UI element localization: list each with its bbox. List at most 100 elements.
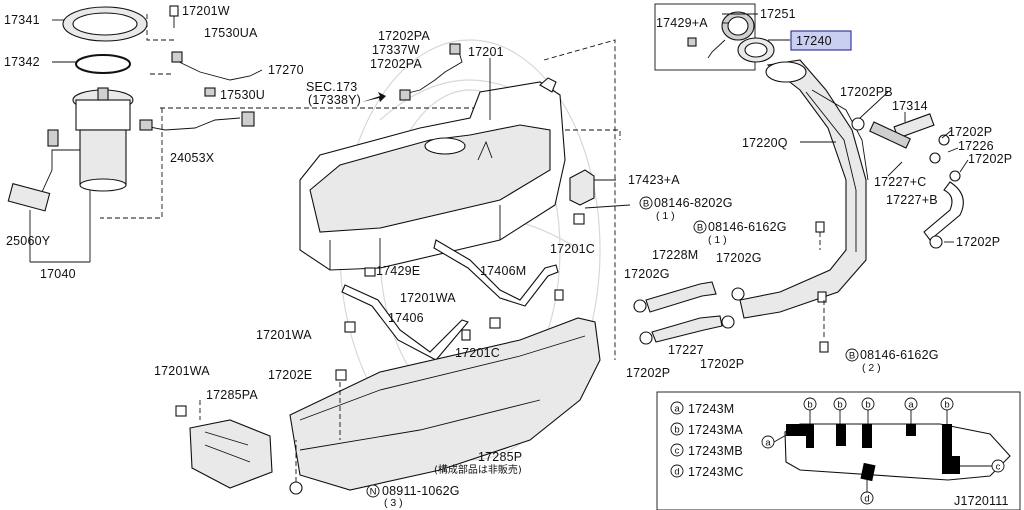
part-label-17202p-3[interactable]: 17202P xyxy=(956,235,1000,249)
svg-text:08911-1062G: 08911-1062G xyxy=(382,484,460,498)
section-arrow xyxy=(362,92,386,102)
callout-b-2: b xyxy=(833,397,847,424)
part-label-17201wa-3[interactable]: 17201WA xyxy=(154,364,210,378)
nut-ref-08911-1062g[interactable]: N 08911-1062G ( 3 ) xyxy=(366,484,460,509)
part-label-17226[interactable]: 17226 xyxy=(958,139,994,153)
detail-box: a b b b a b c d a xyxy=(656,391,1021,510)
svg-text:a: a xyxy=(908,400,914,411)
part-label-17202e[interactable]: 17202E xyxy=(268,368,312,382)
part-label-17202pa-2[interactable]: 17202PA xyxy=(370,57,422,71)
part-label-17228m[interactable]: 17228M xyxy=(652,248,698,262)
svg-text:08146-8202G: 08146-8202G xyxy=(654,196,733,210)
svg-text:b: b xyxy=(865,400,870,411)
legend-row-b: b 17243MA xyxy=(670,422,743,437)
legend-part-a: 17243M xyxy=(688,402,734,416)
part-label-17270[interactable]: 17270 xyxy=(268,63,304,77)
part-labels: 17341 17342 17201W 17530UA 17270 17530U … xyxy=(4,4,1012,509)
callout-a-left: a xyxy=(761,433,789,449)
svg-text:B: B xyxy=(849,351,855,362)
svg-text:a: a xyxy=(674,404,680,415)
part-label-17314[interactable]: 17314 xyxy=(892,99,928,113)
part-label-17201w[interactable]: 17201W xyxy=(182,4,230,18)
callout-a-top: a xyxy=(904,397,918,424)
part-label-17240[interactable]: 17240 xyxy=(796,34,832,48)
part-label-17530ua[interactable]: 17530UA xyxy=(204,26,258,40)
part-label-17201c-1[interactable]: 17201C xyxy=(550,242,595,256)
svg-text:d: d xyxy=(674,467,679,478)
svg-text:N: N xyxy=(370,487,377,498)
bolt-ref-08146-6162g-2[interactable]: B 08146-6162G ( 2 ) xyxy=(845,348,939,374)
svg-text:b: b xyxy=(837,400,842,411)
part-label-17202pa-1[interactable]: 17202PA xyxy=(378,29,430,43)
legend-row-c: c 17243MB xyxy=(670,443,743,458)
svg-text:( 1 ): ( 1 ) xyxy=(656,210,675,222)
highlight-17240 xyxy=(790,30,852,51)
part-label-17406m[interactable]: 17406M xyxy=(480,264,526,278)
part-label-17342[interactable]: 17342 xyxy=(4,55,40,69)
part-label-17251[interactable]: 17251 xyxy=(760,7,796,21)
part-label-17227c[interactable]: 17227+C xyxy=(874,175,927,189)
svg-text:( 2 ): ( 2 ) xyxy=(862,362,881,374)
svg-text:b: b xyxy=(807,400,812,411)
part-label-17202p-1[interactable]: 17202P xyxy=(948,125,992,139)
part-label-17202p-5[interactable]: 17202P xyxy=(626,366,670,380)
legend-row-d: d 17243MC xyxy=(670,464,744,479)
part-label-17201wa-1[interactable]: 17201WA xyxy=(400,291,456,305)
bolt-ref-08146-8202g[interactable]: B 08146-8202G ( 1 ) xyxy=(639,196,733,222)
callout-b-1: b xyxy=(803,397,817,424)
part-label-17337w[interactable]: 17337W xyxy=(372,43,420,57)
diagram-id: J1720111 xyxy=(954,494,1009,508)
part-label-17201c-2[interactable]: 17201C xyxy=(455,346,500,360)
section-ref-173[interactable]: SEC.173 xyxy=(306,80,357,94)
part-label-17227b[interactable]: 17227+B xyxy=(886,193,938,207)
bolt-ref-08146-6162g-1[interactable]: B 08146-6162G ( 1 ) xyxy=(693,220,787,246)
protector-group xyxy=(175,317,601,495)
part-label-17220q[interactable]: 17220Q xyxy=(742,136,788,150)
svg-text:( 3 ): ( 3 ) xyxy=(384,497,403,509)
part-label-17201wa-2[interactable]: 17201WA xyxy=(256,328,312,342)
svg-text:c: c xyxy=(996,462,1001,473)
part-label-17202g-2[interactable]: 17202G xyxy=(716,251,762,265)
part-label-17227[interactable]: 17227 xyxy=(668,343,704,357)
part-label-17429e[interactable]: 17429E xyxy=(376,264,420,278)
part-label-17423a[interactable]: 17423+A xyxy=(628,173,680,187)
legend-part-c: 17243MB xyxy=(688,444,743,458)
svg-text:b: b xyxy=(674,425,679,436)
part-label-17285p[interactable]: 17285P xyxy=(478,450,522,464)
part-label-24053x[interactable]: 24053X xyxy=(170,151,215,165)
legend-row-a: a 17243M xyxy=(670,401,734,416)
svg-text:d: d xyxy=(864,494,869,505)
svg-text:b: b xyxy=(944,400,949,411)
part-label-17530u[interactable]: 17530U xyxy=(220,88,265,102)
part-note-17285p: (構成部品は非販売) xyxy=(434,463,522,476)
filler-neck-group xyxy=(633,3,969,353)
callout-b-4: b xyxy=(940,397,954,424)
svg-text:08146-6162G: 08146-6162G xyxy=(708,220,787,234)
part-label-17201[interactable]: 17201 xyxy=(468,45,504,59)
callout-c: c xyxy=(960,459,1005,473)
part-label-17040[interactable]: 17040 xyxy=(40,267,76,281)
svg-text:c: c xyxy=(675,446,680,457)
part-label-17202g-1[interactable]: 17202G xyxy=(624,267,670,281)
part-label-25060y[interactable]: 25060Y xyxy=(6,234,51,248)
part-label-17429a[interactable]: 17429+A xyxy=(656,16,708,30)
part-label-17202p-4[interactable]: 17202P xyxy=(700,357,744,371)
fuel-pump-group xyxy=(7,5,480,263)
part-label-17202p-2[interactable]: 17202P xyxy=(968,152,1012,166)
section-ref-173-sub[interactable]: (17338Y) xyxy=(308,93,361,107)
callout-b-3: b xyxy=(861,397,875,424)
legend-part-b: 17243MA xyxy=(688,423,743,437)
fuel-tank-group xyxy=(299,39,631,361)
svg-text:B: B xyxy=(643,199,649,210)
svg-text:08146-6162G: 08146-6162G xyxy=(860,348,939,362)
svg-text:B: B xyxy=(697,223,703,234)
part-label-17285pa[interactable]: 17285PA xyxy=(206,388,258,402)
svg-text:( 1 ): ( 1 ) xyxy=(708,234,727,246)
legend-part-d: 17243MC xyxy=(688,465,744,479)
svg-text:a: a xyxy=(765,438,771,449)
part-label-17202pb[interactable]: 17202PB xyxy=(840,85,893,99)
callout-d: d xyxy=(860,480,874,505)
part-label-17406[interactable]: 17406 xyxy=(388,311,424,325)
part-label-17341[interactable]: 17341 xyxy=(4,13,40,27)
